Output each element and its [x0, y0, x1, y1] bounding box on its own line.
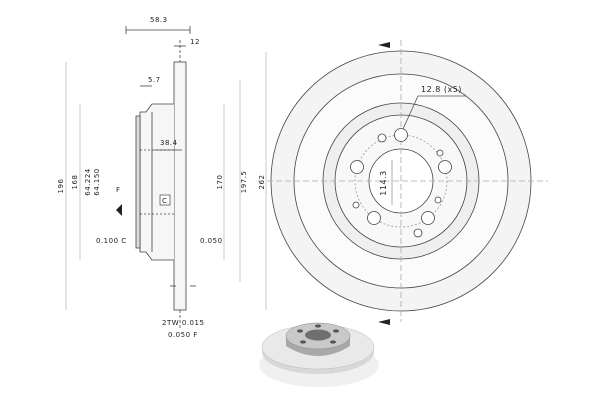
datum-f-arrow — [116, 204, 122, 216]
tolerance-runout-label: 0.050 F — [168, 331, 198, 339]
dim-top-label: 58.3 — [150, 16, 168, 24]
dim-64-224-label: 64.224 — [84, 168, 92, 196]
rotor-ring-section — [173, 61, 187, 311]
dim-hub-label: 38.4 — [160, 139, 178, 147]
locating-hole — [377, 133, 387, 143]
render-bolt-hole — [300, 340, 306, 344]
render-bolt-hole — [330, 340, 336, 344]
datum-c-label: C — [162, 197, 167, 205]
locating-hole — [352, 201, 360, 209]
dim-64-150-label: 64.150 — [93, 168, 101, 196]
dim-196-label: 196 — [57, 179, 65, 194]
locating-hole — [434, 196, 442, 204]
hub-section — [139, 103, 174, 261]
bolt-hole — [394, 128, 408, 142]
tolerance-right-label: 0.050 — [200, 237, 223, 245]
tolerance-left-label: 0.100 C — [96, 237, 127, 245]
bolt-hole — [438, 160, 452, 174]
dim-offset-label: 5.7 — [148, 76, 161, 84]
dim-line-top — [125, 26, 191, 34]
render-bolt-hole — [297, 329, 303, 333]
locating-hole — [436, 149, 444, 157]
datum-f-label: F — [116, 186, 121, 194]
disc-3d-render — [259, 322, 379, 387]
bolt-hole-leader — [402, 95, 466, 130]
rotation-arrow-top — [378, 42, 390, 48]
bolt-hole-label: 12.8 (x5) — [421, 85, 462, 94]
bolt-hole — [421, 211, 435, 225]
front-view — [239, 40, 548, 325]
rotation-arrow-bottom — [378, 319, 390, 325]
render-bore — [305, 329, 331, 341]
dim-thickness-label: 12 — [190, 38, 200, 46]
side-view — [65, 26, 225, 330]
bolt-hole — [350, 160, 364, 174]
datum-c-box — [159, 194, 171, 206]
render-bolt-hole — [315, 324, 321, 328]
locating-hole — [413, 228, 423, 238]
pcd-label: 114.3 — [379, 170, 388, 195]
dim-168-label: 168 — [71, 175, 79, 190]
dim-197-5-label: 197.5 — [240, 171, 248, 194]
bolt-hole — [367, 211, 381, 225]
render-bolt-hole — [333, 329, 339, 333]
dim-170-label: 170 — [216, 175, 224, 190]
tolerance-thickness-label: 2TW 0.015 — [162, 319, 204, 327]
hub-flange — [135, 115, 141, 249]
dim-262-label: 262 — [258, 175, 266, 190]
